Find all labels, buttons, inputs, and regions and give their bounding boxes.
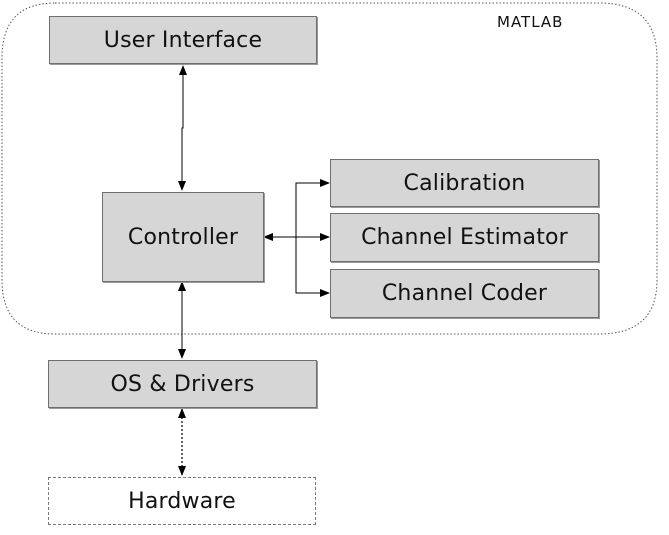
hardware-box: Hardware [48, 477, 316, 525]
matlab-label: MATLAB [497, 13, 564, 31]
user-interface-box: User Interface [49, 16, 317, 64]
os-drivers-box: OS & Drivers [48, 360, 317, 408]
channel-estimator-box: Channel Estimator [330, 213, 599, 262]
matlab-boundary [1, 2, 658, 335]
controller-box: Controller [102, 192, 264, 282]
channel-coder-box: Channel Coder [330, 269, 599, 318]
edge-controller-coder [295, 237, 330, 297]
calibration-box: Calibration [330, 159, 599, 207]
edge-controller-calibration [295, 179, 330, 237]
edge-ui-controller [178, 65, 187, 191]
